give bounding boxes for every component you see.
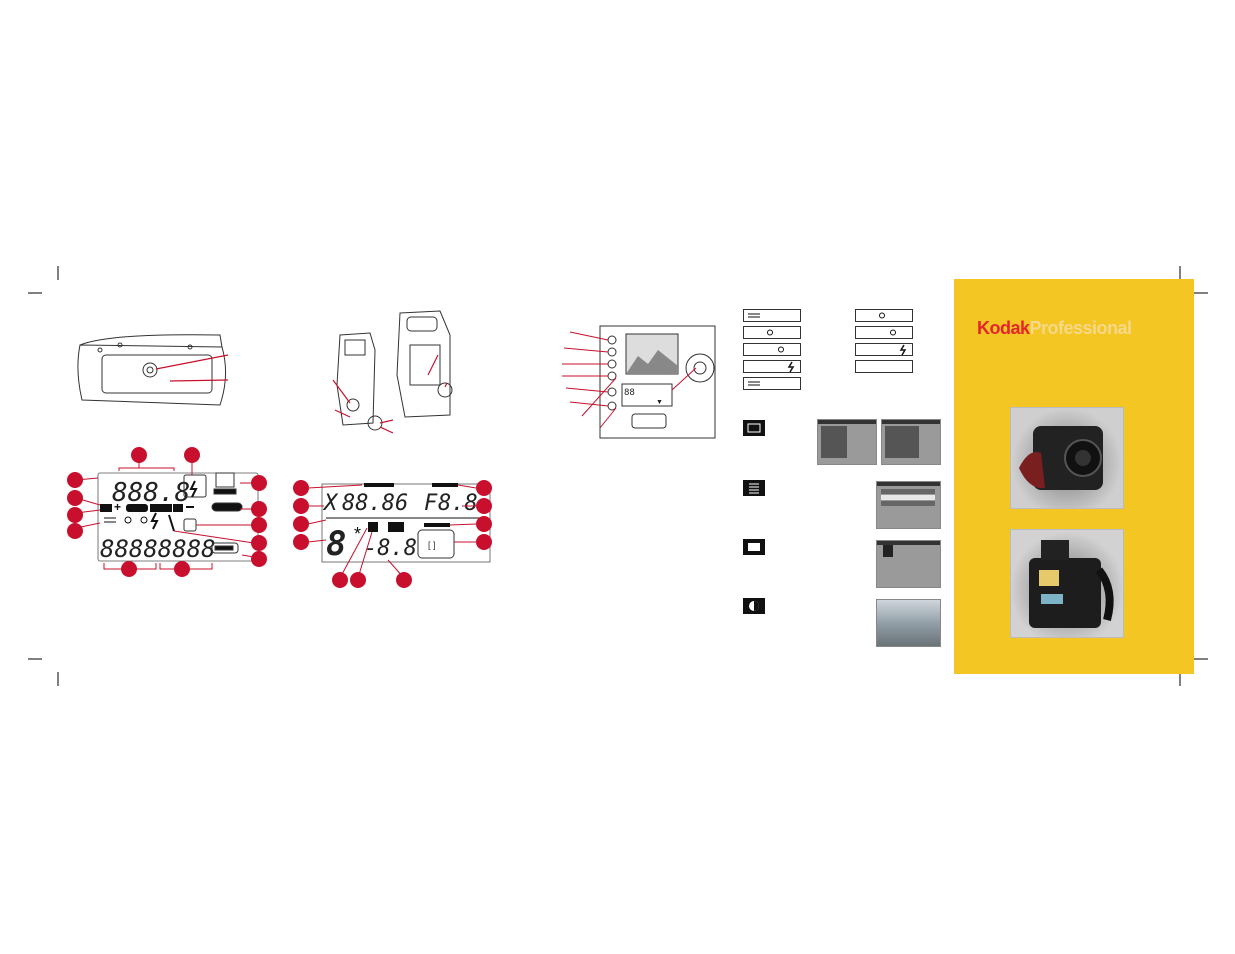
menu-screenshot <box>876 481 941 529</box>
camera-front-photo <box>1010 407 1124 509</box>
back-readout: 88 <box>624 388 635 398</box>
folder-icon <box>743 420 765 436</box>
svg-text:888.8: 888.8 <box>112 478 190 508</box>
camera-bottom-illustration <box>77 334 229 406</box>
frame-mark: [ ] <box>428 540 436 550</box>
lcd-readout-bottom: 88888888 <box>100 535 216 563</box>
folder-screenshot-1 <box>817 419 877 465</box>
wb-box-5 <box>743 377 801 390</box>
menu-list-icon <box>743 480 765 496</box>
brand-logo: KodakProfessional <box>977 318 1132 339</box>
shutter-readout: 88.86 <box>342 491 408 516</box>
wb-box-8 <box>855 343 913 356</box>
flash-indicator <box>183 474 207 498</box>
exposure-scale-bar: + <box>100 500 194 514</box>
wb-box-1 <box>743 309 801 322</box>
top-lcd-panel: 888.8 + 88888888 <box>67 447 267 577</box>
wb-box-6 <box>855 309 913 322</box>
wb-box-2 <box>743 326 801 339</box>
wb-box-3 <box>743 343 801 356</box>
shutter-prefix: X <box>322 491 339 516</box>
exposure-readout: -8.8 <box>364 536 417 561</box>
brand-name-light: Professional <box>1029 318 1133 338</box>
svg-text:*: * <box>354 524 361 544</box>
wb-icon-row <box>104 512 175 532</box>
callout-markers <box>67 447 267 577</box>
svg-text:+: + <box>114 500 121 514</box>
camera-back-illustration: 88 ▼ <box>562 325 716 439</box>
picture-icon <box>743 539 765 555</box>
picture-screenshot <box>876 540 941 588</box>
contrast-icon <box>743 598 765 614</box>
wb-box-4 <box>743 360 801 373</box>
viewfinder-lcd-panel: X 88.86 F 8.8 8 * -8.8 [ ] <box>293 480 492 588</box>
aperture-readout: 8.8 <box>438 491 478 516</box>
svg-text:8: 8 <box>326 524 346 564</box>
lcd-readout-main: 888.8 <box>112 478 190 508</box>
landscape-screenshot <box>876 599 941 647</box>
wb-box-9 <box>855 360 913 373</box>
camera-back-photo <box>1010 529 1124 638</box>
wb-box-7 <box>855 326 913 339</box>
back-indicator: ▼ <box>656 399 663 406</box>
brand-name-red: Kodak <box>977 318 1030 338</box>
camera-side-illustration <box>332 310 453 434</box>
folder-screenshot-2 <box>881 419 941 465</box>
aperture-prefix: F <box>424 491 438 516</box>
